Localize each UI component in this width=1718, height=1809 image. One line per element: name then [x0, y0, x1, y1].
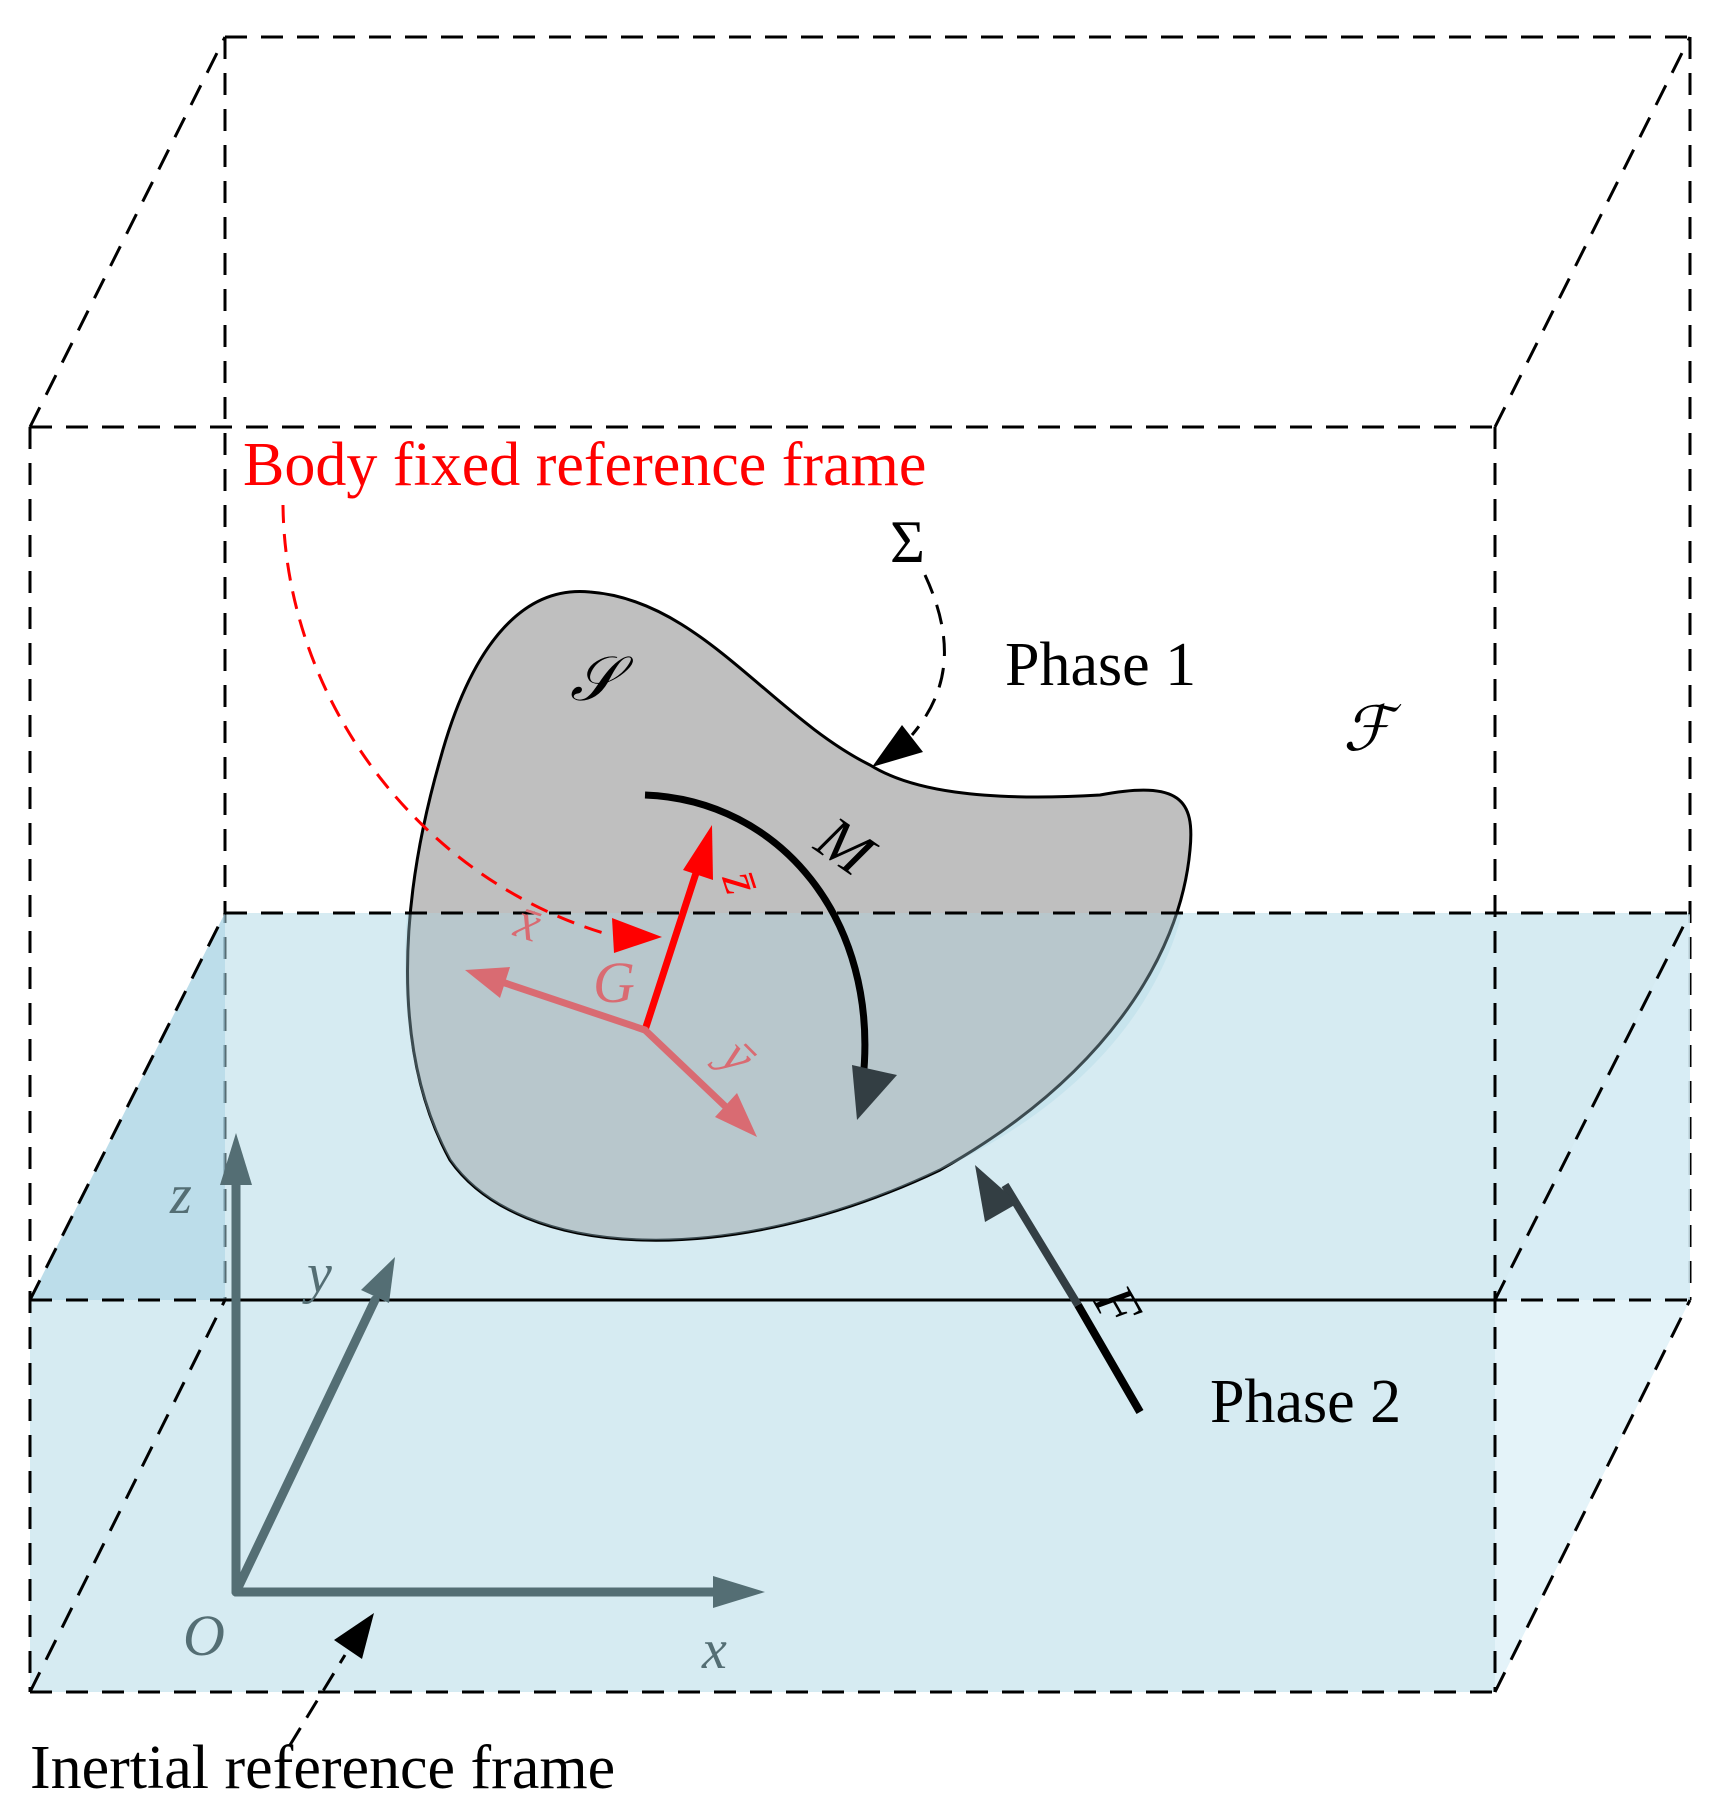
solid-submerged-tint — [404, 913, 1182, 1241]
moment-arrowhead — [852, 1065, 897, 1120]
inertial-y-arrowhead — [361, 1257, 395, 1303]
inertial-z-arrowhead — [220, 1133, 252, 1185]
moment-arrow — [644, 791, 897, 1120]
body-axes — [465, 825, 757, 1137]
body-frame-leader — [281, 504, 662, 953]
body-x-arrowhead — [465, 967, 510, 998]
body-y-arrowhead — [715, 1093, 757, 1137]
body-frame-label: Body fixed reference frame — [243, 431, 926, 499]
solid-body — [406, 590, 1193, 1242]
domain-box-front — [28, 36, 1692, 1694]
inertial-frame-label: Inertial reference frame — [30, 1734, 615, 1802]
center-label: G — [593, 950, 635, 1015]
inertial-axes — [220, 1133, 765, 1608]
body-y-axis — [641, 1026, 731, 1112]
sigma-label: Σ — [890, 509, 925, 575]
force-arrowhead — [975, 1165, 1018, 1222]
axis-y-label: y — [302, 1243, 332, 1305]
sigma-leader — [872, 574, 946, 767]
axis-z-label: z — [169, 1164, 192, 1226]
fluid-label: ℱ — [1343, 696, 1402, 764]
origin-label: O — [183, 1603, 225, 1668]
inertial-y-axis — [231, 1295, 380, 1597]
phase1-label: Phase 1 — [1005, 631, 1196, 699]
axis-x-label: x — [701, 1619, 727, 1681]
inertial-frame-leader — [288, 1613, 374, 1746]
force-arrow — [975, 1165, 1144, 1415]
body-x-axis — [501, 979, 649, 1034]
body-z-axis — [641, 866, 701, 1034]
body-z-arrowhead — [683, 825, 713, 880]
phase2-label: Phase 2 — [1210, 1368, 1401, 1436]
inertial-x-arrowhead — [713, 1576, 765, 1608]
